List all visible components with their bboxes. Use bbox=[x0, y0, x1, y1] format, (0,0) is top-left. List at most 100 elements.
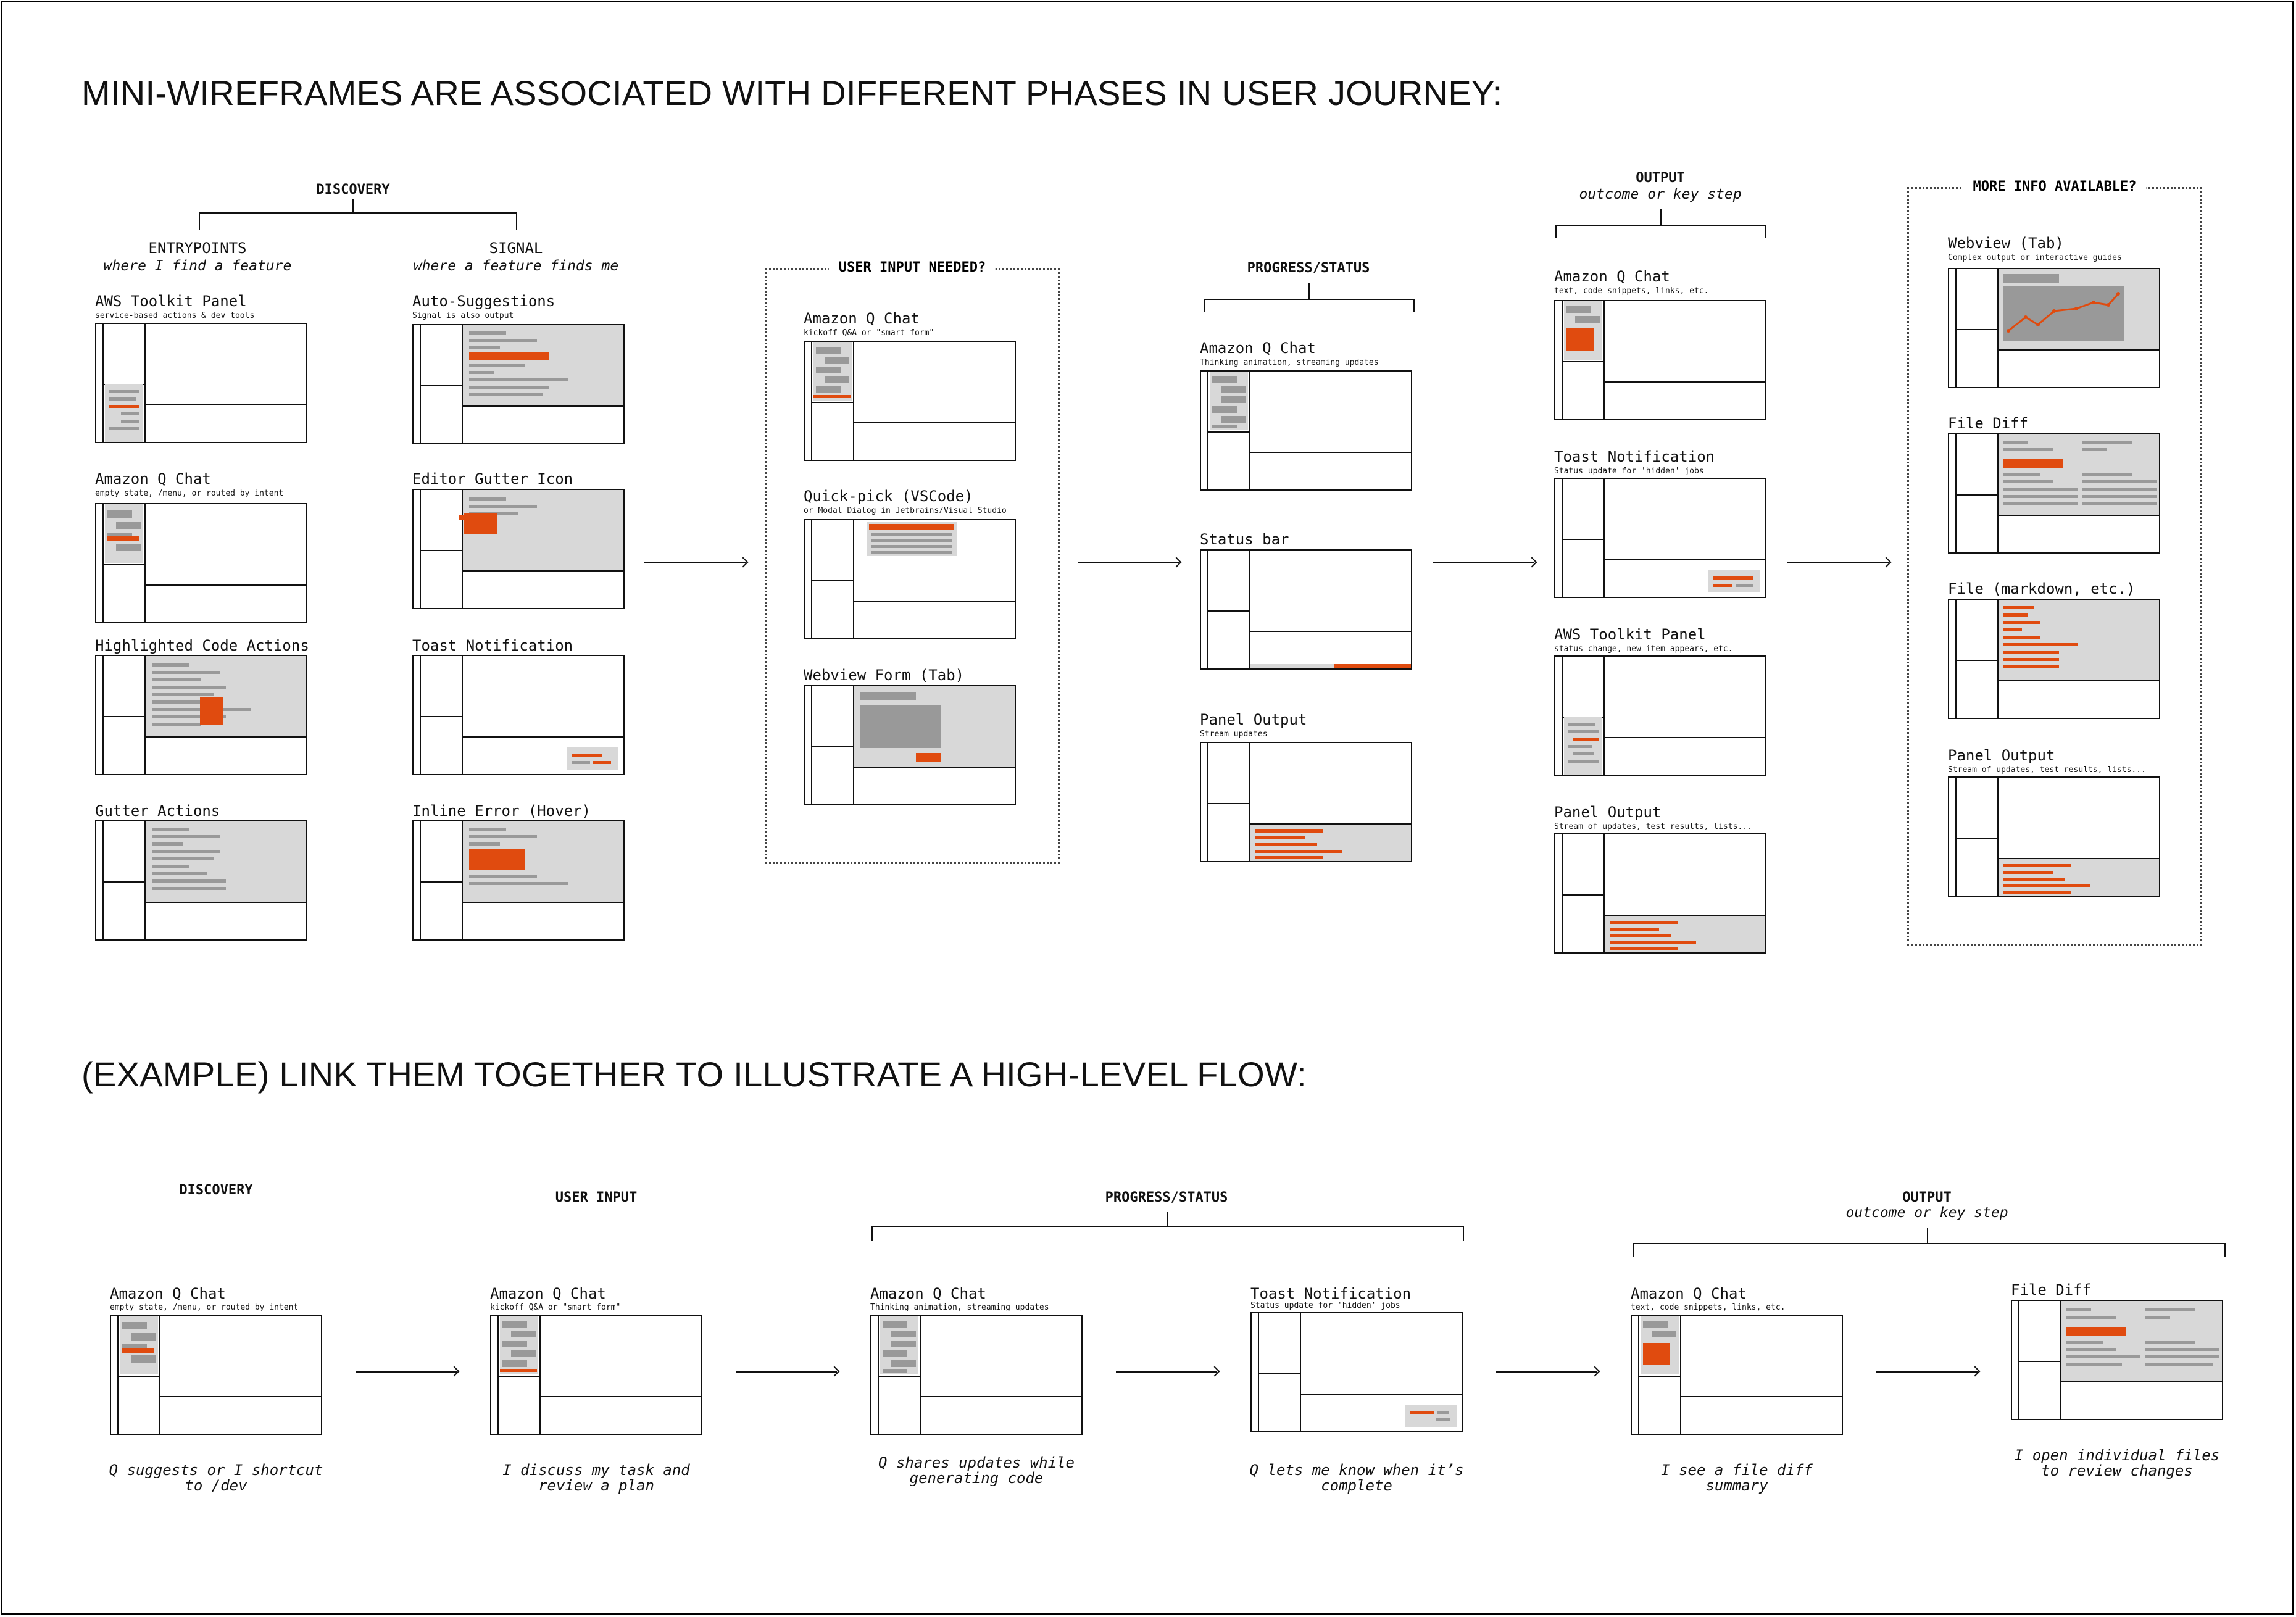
flow-progress-header: PROGRESS/STATUS bbox=[1105, 1190, 1228, 1205]
more-info-header: MORE INFO AVAILABLE? bbox=[1963, 179, 2147, 194]
wf-label: Toast Notification bbox=[412, 637, 573, 654]
arrow-right-icon bbox=[644, 562, 746, 563]
flow-output-bracket bbox=[1633, 1243, 2226, 1257]
wf-label: Panel Output bbox=[1948, 747, 2055, 764]
toast-notification-signal-wireframe bbox=[412, 655, 625, 775]
file-markdown-wireframe bbox=[1948, 599, 2160, 719]
wf-label: Toast Notification bbox=[1554, 448, 1715, 465]
flow-step-3-wireframe bbox=[870, 1315, 1083, 1435]
panel-output-progress-wireframe bbox=[1200, 742, 1412, 862]
flow-step-label: Amazon Q Chat bbox=[870, 1285, 986, 1302]
progress-bracket bbox=[1204, 299, 1415, 312]
quick-pick-wireframe bbox=[804, 519, 1016, 639]
flow-step-2-wireframe bbox=[490, 1315, 702, 1435]
flow-step-4-wireframe bbox=[1250, 1312, 1463, 1432]
file-diff-wireframe bbox=[1948, 433, 2160, 554]
amazon-q-chat-output-wireframe bbox=[1554, 300, 1766, 420]
webview-form-wireframe bbox=[804, 685, 1016, 805]
wf-label: AWS Toolkit Panel bbox=[1554, 626, 1706, 643]
wf-sublabel: Signal is also output bbox=[412, 311, 514, 320]
wf-label: Amazon Q Chat bbox=[95, 470, 211, 488]
gutter-actions-wireframe bbox=[95, 820, 307, 941]
flow-output-header: OUTPUT bbox=[1902, 1190, 1952, 1205]
wf-label: Status bar bbox=[1200, 531, 1289, 548]
flow-step-label: Amazon Q Chat bbox=[490, 1285, 606, 1302]
discovery-bracket bbox=[199, 212, 517, 230]
wf-label: Inline Error (Hover) bbox=[412, 802, 591, 820]
flow-step-label: Amazon Q Chat bbox=[1631, 1285, 1747, 1302]
webview-tab-wireframe bbox=[1948, 268, 2160, 388]
wf-sublabel: kickoff Q&A or "smart form" bbox=[804, 328, 934, 338]
wf-label: Quick-pick (VSCode) bbox=[804, 488, 973, 505]
wf-label: Panel Output bbox=[1554, 804, 1662, 821]
wf-label: Editor Gutter Icon bbox=[412, 470, 573, 488]
aws-toolkit-panel-output-wireframe bbox=[1554, 655, 1766, 776]
flow-step-label: Toast Notification bbox=[1250, 1285, 1412, 1302]
arrow-right-icon bbox=[1116, 1371, 1217, 1373]
main-title: MINI-WIREFRAMES ARE ASSOCIATED WITH DIFF… bbox=[81, 73, 1503, 112]
wf-sublabel: Stream updates bbox=[1200, 730, 1268, 739]
progress-header: PROGRESS/STATUS bbox=[1247, 260, 1370, 276]
arrow-right-icon bbox=[1078, 562, 1179, 563]
amazon-q-chat-input-wireframe bbox=[804, 341, 1016, 461]
wf-label: Amazon Q Chat bbox=[1554, 268, 1670, 285]
user-input-header: USER INPUT NEEDED? bbox=[828, 260, 996, 275]
flow-step-caption: Q lets me know when it’s complete bbox=[1249, 1461, 1464, 1494]
output-bracket-stem bbox=[1660, 209, 1662, 225]
wf-label: Amazon Q Chat bbox=[804, 310, 920, 327]
inline-error-hover-wireframe bbox=[412, 820, 625, 941]
flow-step-sublabel: text, code snippets, links, etc. bbox=[1631, 1303, 1786, 1312]
flow-step-caption: I open individual files to review change… bbox=[2014, 1447, 2220, 1479]
flow-step-caption: Q shares updates while generating code bbox=[878, 1454, 1075, 1487]
wf-label: Webview (Tab) bbox=[1948, 235, 2064, 252]
wf-sublabel: Stream of updates, test results, lists..… bbox=[1554, 822, 1752, 831]
flow-step-sublabel: kickoff Q&A or "smart form" bbox=[490, 1303, 621, 1312]
flow-discovery-header: DISCOVERY bbox=[179, 1183, 253, 1198]
signal-subheader: where a feature finds me bbox=[413, 258, 619, 274]
wf-sublabel: status change, new item appears, etc. bbox=[1554, 644, 1733, 654]
status-bar-wireframe bbox=[1200, 549, 1412, 670]
amazon-q-chat-entry-wireframe bbox=[95, 503, 307, 623]
arrow-right-icon bbox=[1787, 562, 1889, 563]
discovery-header: DISCOVERY bbox=[316, 182, 390, 197]
aws-toolkit-panel-wireframe bbox=[95, 323, 307, 443]
flow-step-caption: I see a file diff summary bbox=[1661, 1461, 1813, 1494]
flow-step-sublabel: Thinking animation, streaming updates bbox=[870, 1303, 1049, 1312]
panel-output-more-info-wireframe bbox=[1948, 776, 2160, 897]
arrow-right-icon bbox=[1496, 1371, 1597, 1373]
wf-label: Auto-Suggestions bbox=[412, 293, 555, 310]
arrow-right-icon bbox=[736, 1371, 837, 1373]
wf-label: Panel Output bbox=[1200, 711, 1307, 728]
wf-sublabel: text, code snippets, links, etc. bbox=[1554, 286, 1709, 296]
toast-notification-output-wireframe bbox=[1554, 478, 1766, 598]
entrypoints-header: ENTRYPOINTS bbox=[148, 239, 247, 257]
wf-sublabel: service-based actions & dev tools bbox=[95, 311, 255, 320]
arrow-right-icon bbox=[356, 1371, 457, 1373]
wf-sublabel: Status update for 'hidden' jobs bbox=[1554, 467, 1704, 476]
wf-label: AWS Toolkit Panel bbox=[95, 293, 247, 310]
flow-step-6-wireframe bbox=[2011, 1300, 2223, 1420]
signal-header: SIGNAL bbox=[489, 239, 543, 257]
entrypoints-subheader: where I find a feature bbox=[103, 258, 292, 274]
panel-output-output-wireframe bbox=[1554, 833, 1766, 954]
wf-label: Webview Form (Tab) bbox=[804, 667, 965, 684]
wf-label: Highlighted Code Actions bbox=[95, 637, 309, 654]
flow-output-subheader: outcome or key step bbox=[1845, 1205, 2008, 1221]
wf-sublabel: empty state, /menu, or routed by intent bbox=[95, 489, 284, 498]
amazon-q-chat-progress-wireframe bbox=[1200, 370, 1412, 491]
discovery-bracket-stem bbox=[352, 199, 354, 212]
flow-step-5-wireframe bbox=[1631, 1315, 1843, 1435]
flow-step-caption: Q suggests or I shortcut to /dev bbox=[109, 1461, 323, 1494]
wf-sublabel: Thinking animation, streaming updates bbox=[1200, 358, 1379, 367]
flow-progress-bracket-stem bbox=[1167, 1212, 1168, 1226]
wf-label: File Diff bbox=[1948, 415, 2029, 432]
wf-sublabel: Stream of updates, test results, lists..… bbox=[1948, 765, 2146, 775]
output-subheader: outcome or key step bbox=[1579, 186, 1742, 202]
wf-sublabel: or Modal Dialog in Jetbrains/Visual Stud… bbox=[804, 506, 1007, 515]
auto-suggestions-wireframe bbox=[412, 324, 625, 444]
arrow-right-icon bbox=[1433, 562, 1534, 563]
wf-label: Gutter Actions bbox=[95, 802, 220, 820]
flow-step-label: Amazon Q Chat bbox=[110, 1285, 226, 1302]
